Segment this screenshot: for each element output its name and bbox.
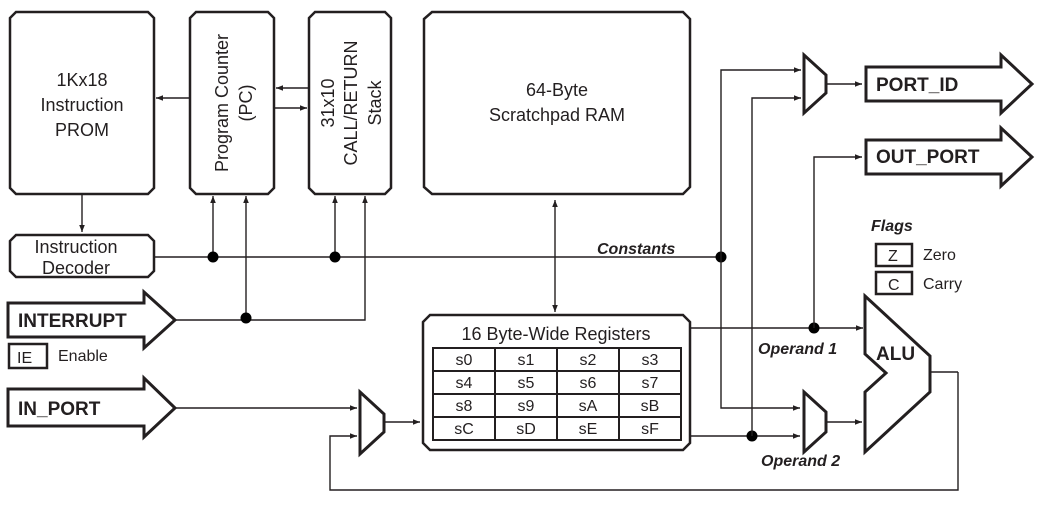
register-label: sB — [641, 398, 660, 415]
register-to-portid-mux — [751, 95, 801, 436]
ram-label-1: 64-Byte — [526, 80, 588, 100]
operand2-mux — [802, 388, 828, 456]
interrupt-label: INTERRUPT — [18, 311, 127, 332]
input-mux — [358, 388, 386, 458]
flags-title: Flags — [871, 218, 913, 235]
ram-label-2: Scratchpad RAM — [489, 105, 625, 125]
zero-flag-label: Zero — [923, 247, 956, 264]
register-label: sC — [454, 421, 474, 438]
call-return-stack-block: 31x10 CALL/RETURN Stack — [307, 10, 393, 196]
alu-feedback-wire — [329, 372, 959, 491]
scratchpad-ram-block: 64-Byte Scratchpad RAM — [422, 10, 692, 196]
operand1-to-outport — [813, 154, 862, 328]
constants-label: Constants — [597, 241, 675, 258]
instruction-prom-block: 1Kx18 Instruction PROM — [8, 10, 156, 196]
prom-label-1: 1Kx18 — [56, 70, 107, 90]
prom-label-2: Instruction — [40, 95, 123, 115]
junction-dot — [329, 251, 341, 263]
junction-dot — [240, 312, 252, 324]
zero-flag-text: Z — [888, 248, 898, 265]
out-port: OUT_PORT — [864, 124, 1035, 190]
stack-label-1: 31x10 — [318, 78, 338, 127]
register-label: s5 — [518, 375, 535, 392]
register-label: sE — [579, 421, 598, 438]
register-label: s7 — [642, 375, 659, 392]
in-port: IN_PORT — [6, 374, 178, 441]
interrupt-enable-flag: IE Enable — [7, 342, 108, 370]
register-label: sA — [579, 398, 598, 415]
alu-block: ALU — [863, 292, 932, 456]
interrupt-port: INTERRUPT — [6, 288, 178, 352]
register-cell — [618, 416, 682, 441]
decoder-label-1: Instruction — [34, 237, 117, 257]
junction-dot — [207, 251, 219, 263]
register-label: s4 — [456, 375, 473, 392]
operand1-label: Operand 1 — [758, 341, 837, 358]
register-label: s3 — [642, 352, 659, 369]
decoder-label-2: Decoder — [42, 258, 110, 278]
stack-label-2: CALL/RETURN — [341, 40, 361, 165]
operand2-label: Operand 2 — [761, 453, 840, 470]
port-id-label: PORT_ID — [876, 75, 958, 96]
register-label: s6 — [580, 375, 597, 392]
register-label: s1 — [518, 352, 535, 369]
prom-label-3: PROM — [55, 120, 109, 140]
stack-label-3: Stack — [365, 79, 385, 125]
carry-flag-label: Carry — [923, 276, 962, 293]
constants-to-operand2-mux — [720, 257, 800, 411]
constants-to-portid-mux — [720, 67, 801, 257]
register-label: s0 — [456, 352, 473, 369]
registers-title: 16 Byte-Wide Registers — [461, 324, 650, 344]
register-label: s8 — [456, 398, 473, 415]
register-label: s9 — [518, 398, 535, 415]
flags-panel: Flags Z Zero C Carry — [871, 218, 962, 296]
interrupt-to-stack-wire — [175, 196, 368, 321]
ie-enable-label: Enable — [58, 348, 108, 365]
port-id-port: PORT_ID — [864, 51, 1035, 117]
register-label: sD — [516, 421, 536, 438]
register-grid: s0 s1 s2 s3 s4 s5 s6 s7 s8 s9 sA sB sC sD sE sF — [432, 347, 682, 441]
program-counter-block: Program Counter (PC) — [188, 10, 276, 196]
out-port-label: OUT_PORT — [876, 147, 980, 168]
zero-flag-box — [874, 242, 914, 268]
register-label: sF — [641, 421, 659, 438]
in-port-label: IN_PORT — [18, 399, 101, 420]
port-id-mux — [802, 51, 828, 117]
pc-label-2: (PC) — [236, 85, 256, 122]
instruction-decoder-block: Instruction Decoder — [8, 233, 156, 279]
alu-label: ALU — [876, 344, 915, 365]
register-label: s2 — [580, 352, 597, 369]
pc-label-1: Program Counter — [212, 34, 232, 172]
carry-flag-box — [874, 270, 914, 296]
carry-flag-text: C — [888, 277, 900, 294]
ie-flag-text: IE — [17, 350, 32, 367]
